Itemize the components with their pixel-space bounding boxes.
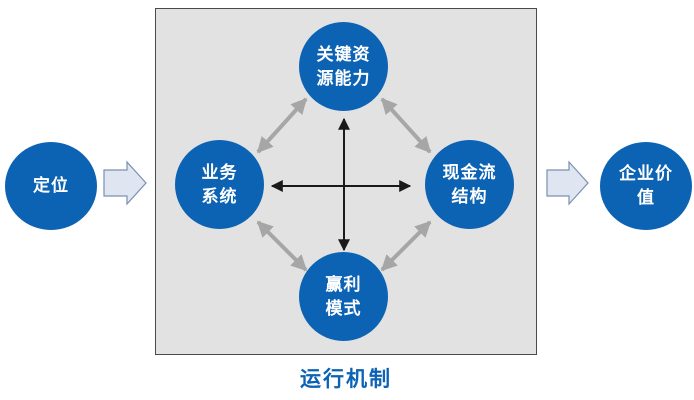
node-business-system: 业务系统 (175, 140, 264, 229)
node-profit-model: 赢利模式 (299, 252, 388, 341)
node-positioning: 定位 (5, 142, 97, 230)
link-system-resources (256, 97, 308, 154)
link-system-profit (256, 220, 308, 272)
panel-caption: 运行机制 (300, 367, 392, 391)
link-cashflow-profit (380, 220, 432, 272)
flow-arrow-in (103, 160, 147, 206)
node-key-resources: 关键资源能力 (299, 22, 388, 111)
node-enterprise-value: 企业价值 (600, 142, 692, 230)
node-cash-flow-structure: 现金流结构 (425, 140, 514, 229)
flow-arrow-out (546, 160, 589, 206)
link-resources-cashflow (380, 97, 432, 154)
